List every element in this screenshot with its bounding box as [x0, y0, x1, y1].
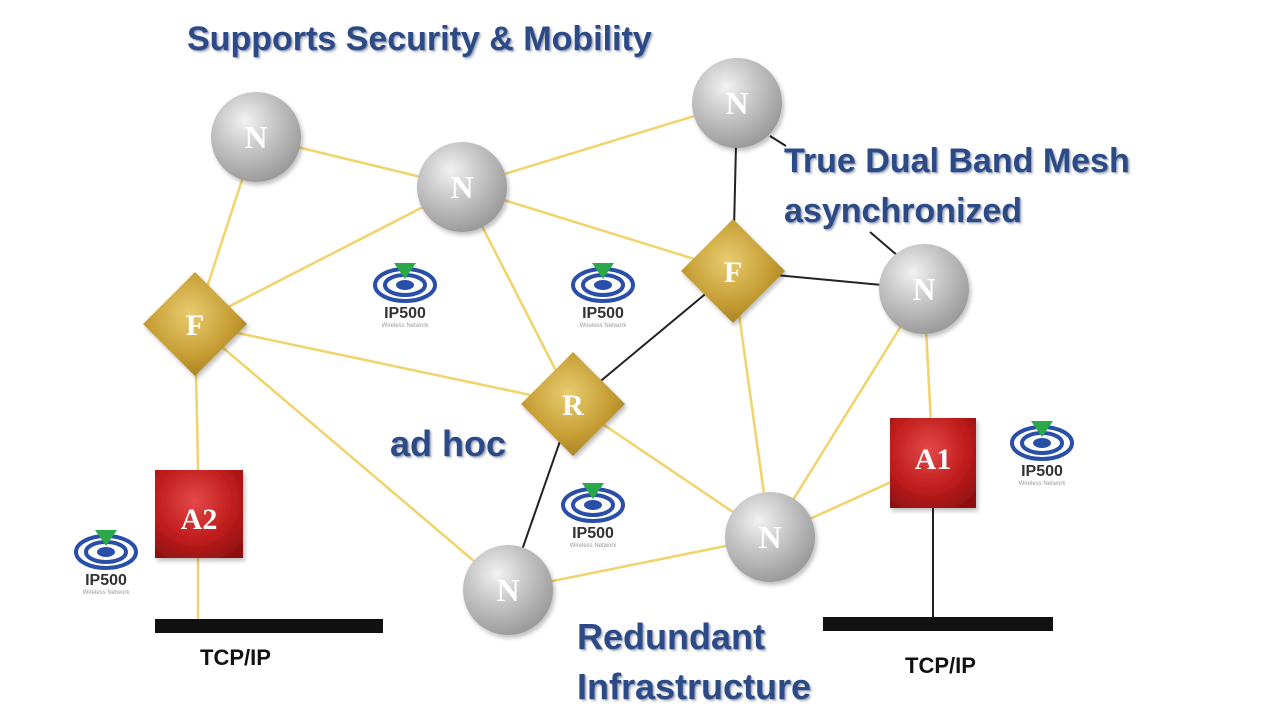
node-n4: N [879, 244, 969, 334]
ip500-logo-2-sub: Wireless Network [580, 323, 628, 329]
ip500-logo-1-text: IP500 [384, 305, 426, 322]
link-f1-n5 [194, 323, 509, 591]
tcp-bus-bar-right [823, 617, 1053, 631]
node-n6: N [725, 492, 815, 582]
caption-pointer-top [769, 135, 787, 147]
caption-redundant-line1: Redundant [577, 616, 765, 657]
ip500-logo-5-sub: Wireless Network [83, 590, 131, 596]
node-n3-label: N [725, 85, 748, 121]
nodes-layer: N N N N N N F F [143, 58, 976, 635]
tcp-label-right: TCP/IP [905, 653, 976, 678]
node-f2-label: F [724, 256, 742, 289]
ip500-logo-5-text: IP500 [85, 572, 127, 589]
node-a2-label: A2 [181, 503, 218, 536]
link-f1-r1 [194, 322, 574, 406]
node-n5-label: N [496, 572, 519, 608]
node-n2: N [417, 142, 507, 232]
ip500-logo-1-sub: Wireless Network [382, 323, 430, 329]
node-n5: N [463, 545, 553, 635]
caption-security: Supports Security & Mobility [187, 20, 652, 58]
node-n6-label: N [758, 519, 781, 555]
link-n2-f2 [461, 185, 734, 273]
ip500-logo-4-text: IP500 [1021, 463, 1063, 480]
ip500-logos: IP500 Wireless Network IP500 Wireless Ne… [74, 263, 1074, 596]
tcp-label-left: TCP/IP [200, 645, 271, 670]
link-n2-n3 [461, 101, 738, 189]
caption-ad-hoc: ad hoc [390, 423, 507, 464]
node-n1: N [211, 92, 301, 182]
node-n3: N [692, 58, 782, 148]
node-f1-label: F [186, 309, 204, 342]
caption-pointer [869, 231, 899, 257]
tcp-bus-bar-left [155, 619, 383, 633]
caption-dual-band-line1: True Dual Band Mesh [784, 142, 1130, 180]
link-n4-n6 [768, 288, 926, 538]
ip500-logo-2: IP500 Wireless Network [571, 263, 635, 329]
node-r1: R [521, 352, 625, 456]
caption-redundant-line2: Infrastructure [577, 666, 812, 707]
node-f2: F [681, 219, 785, 323]
node-n1-label: N [244, 119, 267, 155]
ip500-logo-4-sub: Wireless Network [1019, 481, 1067, 487]
ip500-logo-4: IP500 Wireless Network [1010, 421, 1074, 487]
ip500-logo-5: IP500 Wireless Network [74, 530, 138, 596]
link-n2-f1 [194, 185, 463, 326]
node-a1: A1 [890, 418, 976, 508]
node-a1-label: A1 [915, 443, 952, 476]
node-a2: A2 [155, 470, 243, 558]
node-n2-label: N [450, 169, 473, 205]
node-r1-label: R [562, 389, 584, 422]
ip500-logo-2-text: IP500 [582, 305, 624, 322]
ip500-logo-3: IP500 Wireless Network [561, 483, 625, 549]
ip500-logo-1: IP500 Wireless Network [373, 263, 437, 329]
caption-dual-band-line2: asynchronized [784, 192, 1023, 230]
node-f1: F [143, 272, 247, 376]
ip500-logo-3-text: IP500 [572, 525, 614, 542]
node-n4-label: N [912, 271, 935, 307]
ip500-logo-3-sub: Wireless Network [570, 543, 618, 549]
